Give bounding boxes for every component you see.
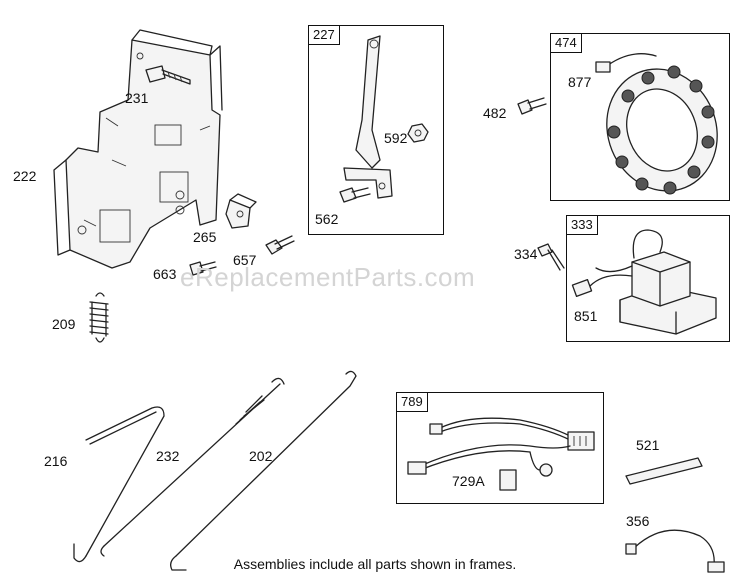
frame-tag: 227: [309, 26, 340, 45]
part-label-592: 592: [384, 130, 408, 146]
link-part-216: [73, 406, 165, 563]
part-label-232: 232: [156, 448, 180, 464]
part-label-202: 202: [249, 448, 273, 464]
clip-part-265: [225, 193, 257, 229]
part-label-729a: 729A: [452, 473, 485, 489]
frame-227: 227: [308, 25, 444, 235]
part-label-216: 216: [44, 453, 68, 469]
link-part-202: [170, 370, 357, 571]
part-label-657: 657: [233, 252, 257, 268]
screw-part-657: [265, 235, 295, 255]
part-label-222: 222: [13, 168, 37, 184]
cable-part-356: [625, 529, 725, 573]
part-label-851: 851: [574, 308, 598, 324]
part-label-562: 562: [315, 211, 339, 227]
screw-part-562: [339, 187, 371, 203]
link-part-232: [100, 377, 285, 557]
part-label-877: 877: [568, 74, 592, 90]
screw-part-482: [517, 97, 547, 115]
part-label-265: 265: [193, 229, 217, 245]
footer-note: Assemblies include all parts shown in fr…: [233, 556, 517, 572]
frame-tag: 789: [397, 393, 428, 412]
screw-part-231: [145, 65, 191, 85]
harness-part-789: [407, 417, 595, 491]
nut-part-592: [407, 123, 429, 143]
frame-789: 789: [396, 392, 604, 504]
part-label-482: 482: [483, 105, 507, 121]
screw-part-663: [189, 261, 217, 276]
part-label-334: 334: [514, 246, 538, 262]
frame-474: 474: [550, 33, 730, 201]
part-label-663: 663: [153, 266, 177, 282]
part-label-356: 356: [626, 513, 650, 529]
alternator-part-474: [595, 53, 718, 195]
part-label-209: 209: [52, 316, 76, 332]
tube-part-521: [625, 457, 703, 485]
armature-part-333: [571, 229, 717, 335]
lever-part-227: [343, 35, 393, 199]
part-label-521: 521: [636, 437, 660, 453]
watermark: eReplacementParts.com: [180, 262, 476, 292]
frame-333: 333: [566, 215, 730, 342]
part-label-231: 231: [125, 90, 149, 106]
control-bracket-part-222: [53, 29, 223, 269]
frame-tag: 333: [567, 216, 598, 235]
spring-part-209: [89, 292, 109, 343]
frame-tag: 474: [551, 34, 582, 53]
screw-part-334: [537, 243, 565, 271]
